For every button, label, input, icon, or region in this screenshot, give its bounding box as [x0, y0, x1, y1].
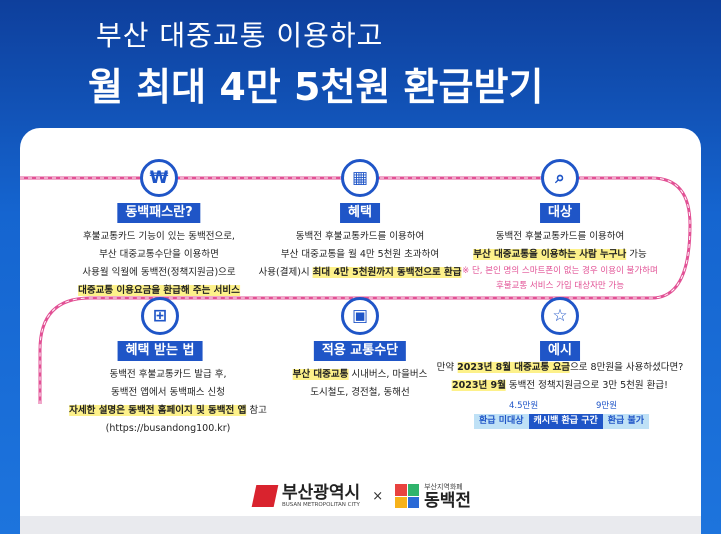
dongbaek-sub: 부산지역화폐 [424, 483, 463, 491]
gift-icon: ⊞ [141, 297, 179, 335]
footer-logos: 부산광역시 BUSAN METROPOLITAN CITY × 부산지역화폐 동… [251, 482, 471, 510]
won-coin-icon: ₩ [140, 159, 178, 197]
target-line1: 동백전 후불교통카드를 이용하여 [495, 231, 625, 242]
how-line3a: 자세한 설명은 동백전 홈페이지 및 동백전 앱 [69, 405, 247, 416]
footer-strip [20, 516, 701, 534]
refund-range-bar: 환급 미대상 캐시백 환급 구간 환급 불가 [474, 414, 650, 429]
busan-city-logo-mark [251, 485, 279, 507]
how-line2: 동백전 앱에서 동백패스 신청 [111, 387, 225, 398]
section-title-example: 예시 [540, 341, 580, 361]
header-title: 월 최대 4만 5천원 환급받기 [88, 65, 544, 109]
gift-box-icon: ▦ [341, 159, 379, 197]
busan-city-logo: 부산광역시 BUSAN METROPOLITAN CITY [282, 484, 360, 508]
transport-line2: 도시철도, 경전철, 동해선 [310, 387, 410, 398]
section-body-transport: 부산 대중교통 시내버스, 마을버스 도시철도, 경전철, 동해선 [292, 366, 428, 402]
dongbaek-logo-mark [395, 484, 420, 508]
example-line1c: 으로 8만원을 사용하셨다면? [570, 362, 684, 373]
section-body-target: 동백전 후불교통카드를 이용하여 부산 대중교통을 이용하는 사람 누구나 가능… [462, 228, 658, 294]
how-line1: 동백전 후불교통카드 발급 후, [109, 369, 227, 380]
what-line3: 사용월 익월에 동백전(정책지원금)으로 [82, 267, 236, 278]
example-line2a: 2023년 9월 [452, 380, 506, 391]
benefit-line3a: 사용(결제)시 [258, 267, 313, 278]
example-line2b: 동백전 정책지원금으로 3만 5천원 환급! [505, 380, 668, 391]
what-line4: 대중교통 이용요금을 환급해 주는 서비스 [78, 285, 240, 296]
times-symbol: × [372, 488, 384, 504]
dongbaek-name: 동백전 [424, 491, 472, 511]
target-note2: 후불교통 서비스 가입 대상자만 가능 [495, 281, 625, 291]
section-title-benefit: 혜택 [340, 203, 380, 223]
tick-45k: 4.5만원 [509, 401, 539, 411]
busan-city-sub: BUSAN METROPOLITAN CITY [282, 502, 360, 508]
target-note1: ※ 단, 본인 명의 스마트폰이 없는 경우 이용이 불가하며 [462, 266, 658, 276]
busan-city-name: 부산광역시 [282, 483, 361, 503]
benefit-line3b: 최대 4만 5천원까지 동백전으로 환급 [312, 267, 462, 278]
bus-icon: ▣ [341, 297, 379, 335]
example-line1a: 만약 [436, 362, 458, 373]
what-line1: 후불교통카드 기능이 있는 동백전으로, [83, 231, 235, 242]
dongbaek-logo: 부산지역화폐 동백전 [424, 482, 471, 510]
section-title-how: 혜택 받는 법 [117, 341, 203, 361]
magnifier-icon: ⌕ [541, 159, 579, 197]
bar-not-eligible: 환급 미대상 [474, 414, 529, 429]
section-title-what: 동백패스란? [117, 203, 201, 223]
what-line2: 부산 대중교통수단을 이용하면 [99, 249, 219, 260]
bar-cashback-range: 캐시백 환급 구간 [528, 414, 603, 429]
example-line1b: 2023년 8월 대중교통 요금 [457, 362, 571, 373]
header-subtitle: 부산 대중교통 이용하고 [96, 19, 384, 52]
section-body-how: 동백전 후불교통카드 발급 후, 동백전 앱에서 동백패스 신청 자세한 설명은… [69, 366, 267, 438]
transport-line1a: 부산 대중교통 [292, 369, 349, 380]
section-body-benefit: 동백전 후불교통카드를 이용하여 부산 대중교통을 월 4만 5천원 초과하여 … [259, 228, 462, 282]
section-title-transport: 적용 교통수단 [313, 341, 407, 361]
benefit-line2: 부산 대중교통을 월 4만 5천원 초과하여 [280, 249, 440, 260]
section-title-target: 대상 [540, 203, 580, 223]
transport-line1b: 시내버스, 마을버스 [348, 369, 428, 380]
how-line3b: 참고 [246, 405, 267, 416]
star-icon: ☆ [541, 297, 579, 335]
how-line4: (https://busandong100.kr) [105, 423, 231, 434]
section-body-what: 후불교통카드 기능이 있는 동백전으로, 부산 대중교통수단을 이용하면 사용월… [78, 228, 240, 300]
bar-not-refundable: 환급 불가 [602, 414, 650, 429]
benefit-line1: 동백전 후불교통카드를 이용하여 [295, 231, 425, 242]
target-line2a: 부산 대중교통을 이용하는 사람 누구나 [473, 249, 627, 260]
tick-90k: 9만원 [596, 401, 618, 411]
section-body-example: 만약 2023년 8월 대중교통 요금으로 8만원을 사용하셨다면? 2023년… [436, 359, 684, 395]
target-line2b: 가능 [626, 249, 647, 260]
